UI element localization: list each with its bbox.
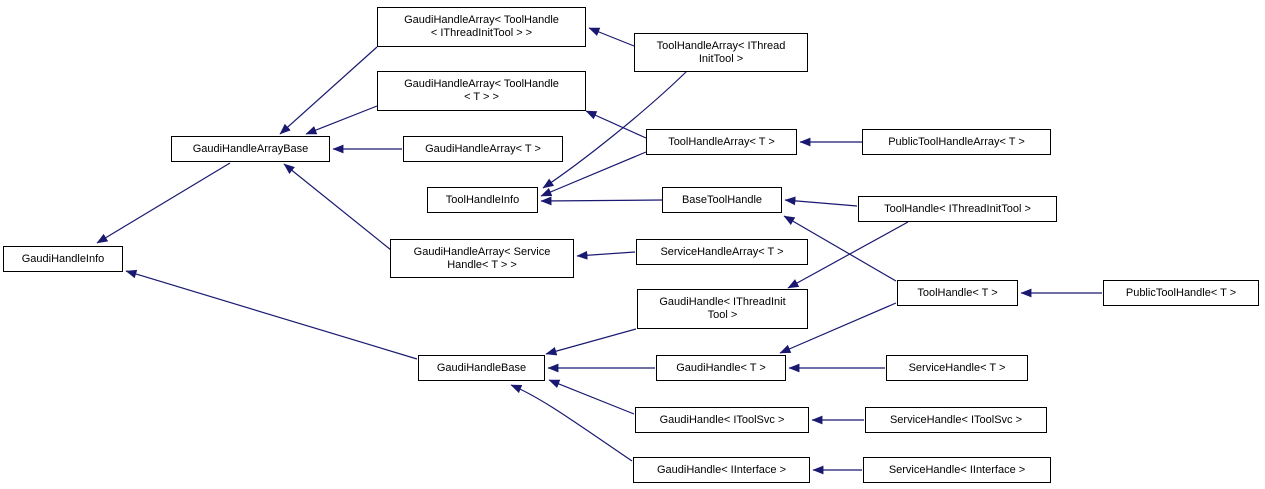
inheritance-edge-gaudihandlebase-to-gaudihandleinfo (125, 269, 418, 360)
node-gaudihandle-t[interactable]: GaudiHandle< T > (656, 355, 786, 381)
node-servicehandle-iinterface[interactable]: ServiceHandle< IInterface > (863, 457, 1051, 483)
node-servicehandle-itoolsvc[interactable]: ServiceHandle< IToolSvc > (865, 407, 1047, 433)
inheritance-edge-gaudihandlearray-toolhandle-t-to-gaudihandlearraybase (305, 105, 378, 135)
inheritance-edge-toolhandle-ithreadinittool-to-gaudihandle-ithreadinittool (787, 221, 909, 289)
node-servicehandlearray-t[interactable]: ServiceHandleArray< T > (636, 239, 808, 265)
inheritance-edge-gaudihandlearraybase-to-gaudihandleinfo (96, 162, 231, 244)
node-gaudihandleinfo[interactable]: GaudiHandleInfo (3, 246, 123, 272)
node-servicehandle-t[interactable]: ServiceHandle< T > (886, 355, 1028, 381)
node-toolhandle-ithreadinittool[interactable]: ToolHandle< IThreadInitTool > (858, 196, 1057, 222)
inheritance-edge-toolhandle-ithreadinittool-to-basetoolhandle (784, 196, 858, 207)
inheritance-edge-gaudihandle-itoolsvc-to-gaudihandlebase (548, 379, 635, 415)
inheritance-edge-basetoolhandle-to-toolhandleinfo (540, 196, 663, 206)
inheritance-edge-toolhandlearray-t-to-toolhandleinfo (540, 151, 647, 197)
node-gaudihandlearray-toolhandle-t[interactable]: GaudiHandleArray< ToolHandle < T > > (377, 71, 586, 111)
node-toolhandleinfo[interactable]: ToolHandleInfo (427, 187, 538, 213)
inheritance-edge-toolhandlearray-ithreadinittool-to-gaudihandlearray-toolhandle-ithreadinittool (588, 27, 635, 47)
node-gaudihandle-ithreadinittool[interactable]: GaudiHandle< IThreadInit Tool > (637, 289, 808, 329)
node-publictoolhandle-t[interactable]: PublicToolHandle< T > (1103, 280, 1259, 306)
node-gaudihandlearray-t[interactable]: GaudiHandleArray< T > (403, 136, 563, 162)
inheritance-edge-gaudihandlearray-servicehandle-t-to-gaudihandlearraybase (283, 163, 392, 251)
inheritance-edge-servicehandlearray-t-to-gaudihandlearray-servicehandle-t (576, 250, 636, 260)
inheritance-edge-gaudihandlearray-toolhandle-ithreadinittool-to-gaudihandlearraybase (279, 46, 378, 135)
inheritance-edge-gaudihandle-ithreadinittool-to-gaudihandlebase (545, 328, 637, 356)
node-publictoolhandlearray-t[interactable]: PublicToolHandleArray< T > (862, 129, 1051, 155)
inheritance-edge-toolhandlearray-ithreadinittool-to-toolhandleinfo (542, 70, 688, 189)
inheritance-edge-gaudihandle-iinterface-to-gaudihandlebase (510, 384, 633, 462)
node-toolhandlearray-t[interactable]: ToolHandleArray< T > (646, 129, 797, 155)
node-gaudihandlebase[interactable]: GaudiHandleBase (418, 355, 545, 381)
node-basetoolhandle[interactable]: BaseToolHandle (662, 187, 782, 213)
node-gaudihandlearray-servicehandle-t[interactable]: GaudiHandleArray< Service Handle< T > > (390, 239, 574, 278)
node-gaudihandlearraybase[interactable]: GaudiHandleArrayBase (171, 136, 330, 162)
inheritance-edge-toolhandlearray-t-to-gaudihandlearray-toolhandle-t (585, 110, 647, 139)
node-gaudihandle-iinterface[interactable]: GaudiHandle< IInterface > (633, 457, 810, 483)
node-gaudihandlearray-toolhandle-ithreadinittool[interactable]: GaudiHandleArray< ToolHandle < IThreadIn… (377, 7, 586, 47)
node-toolhandlearray-ithreadinittool[interactable]: ToolHandleArray< IThread InitTool > (634, 33, 808, 72)
node-gaudihandle-itoolsvc[interactable]: GaudiHandle< IToolSvc > (635, 407, 809, 433)
node-toolhandle-t[interactable]: ToolHandle< T > (897, 280, 1018, 306)
inheritance-edge-toolhandle-t-to-basetoolhandle (783, 215, 897, 282)
inheritance-edge-toolhandle-t-to-gaudihandle-t (779, 302, 897, 354)
